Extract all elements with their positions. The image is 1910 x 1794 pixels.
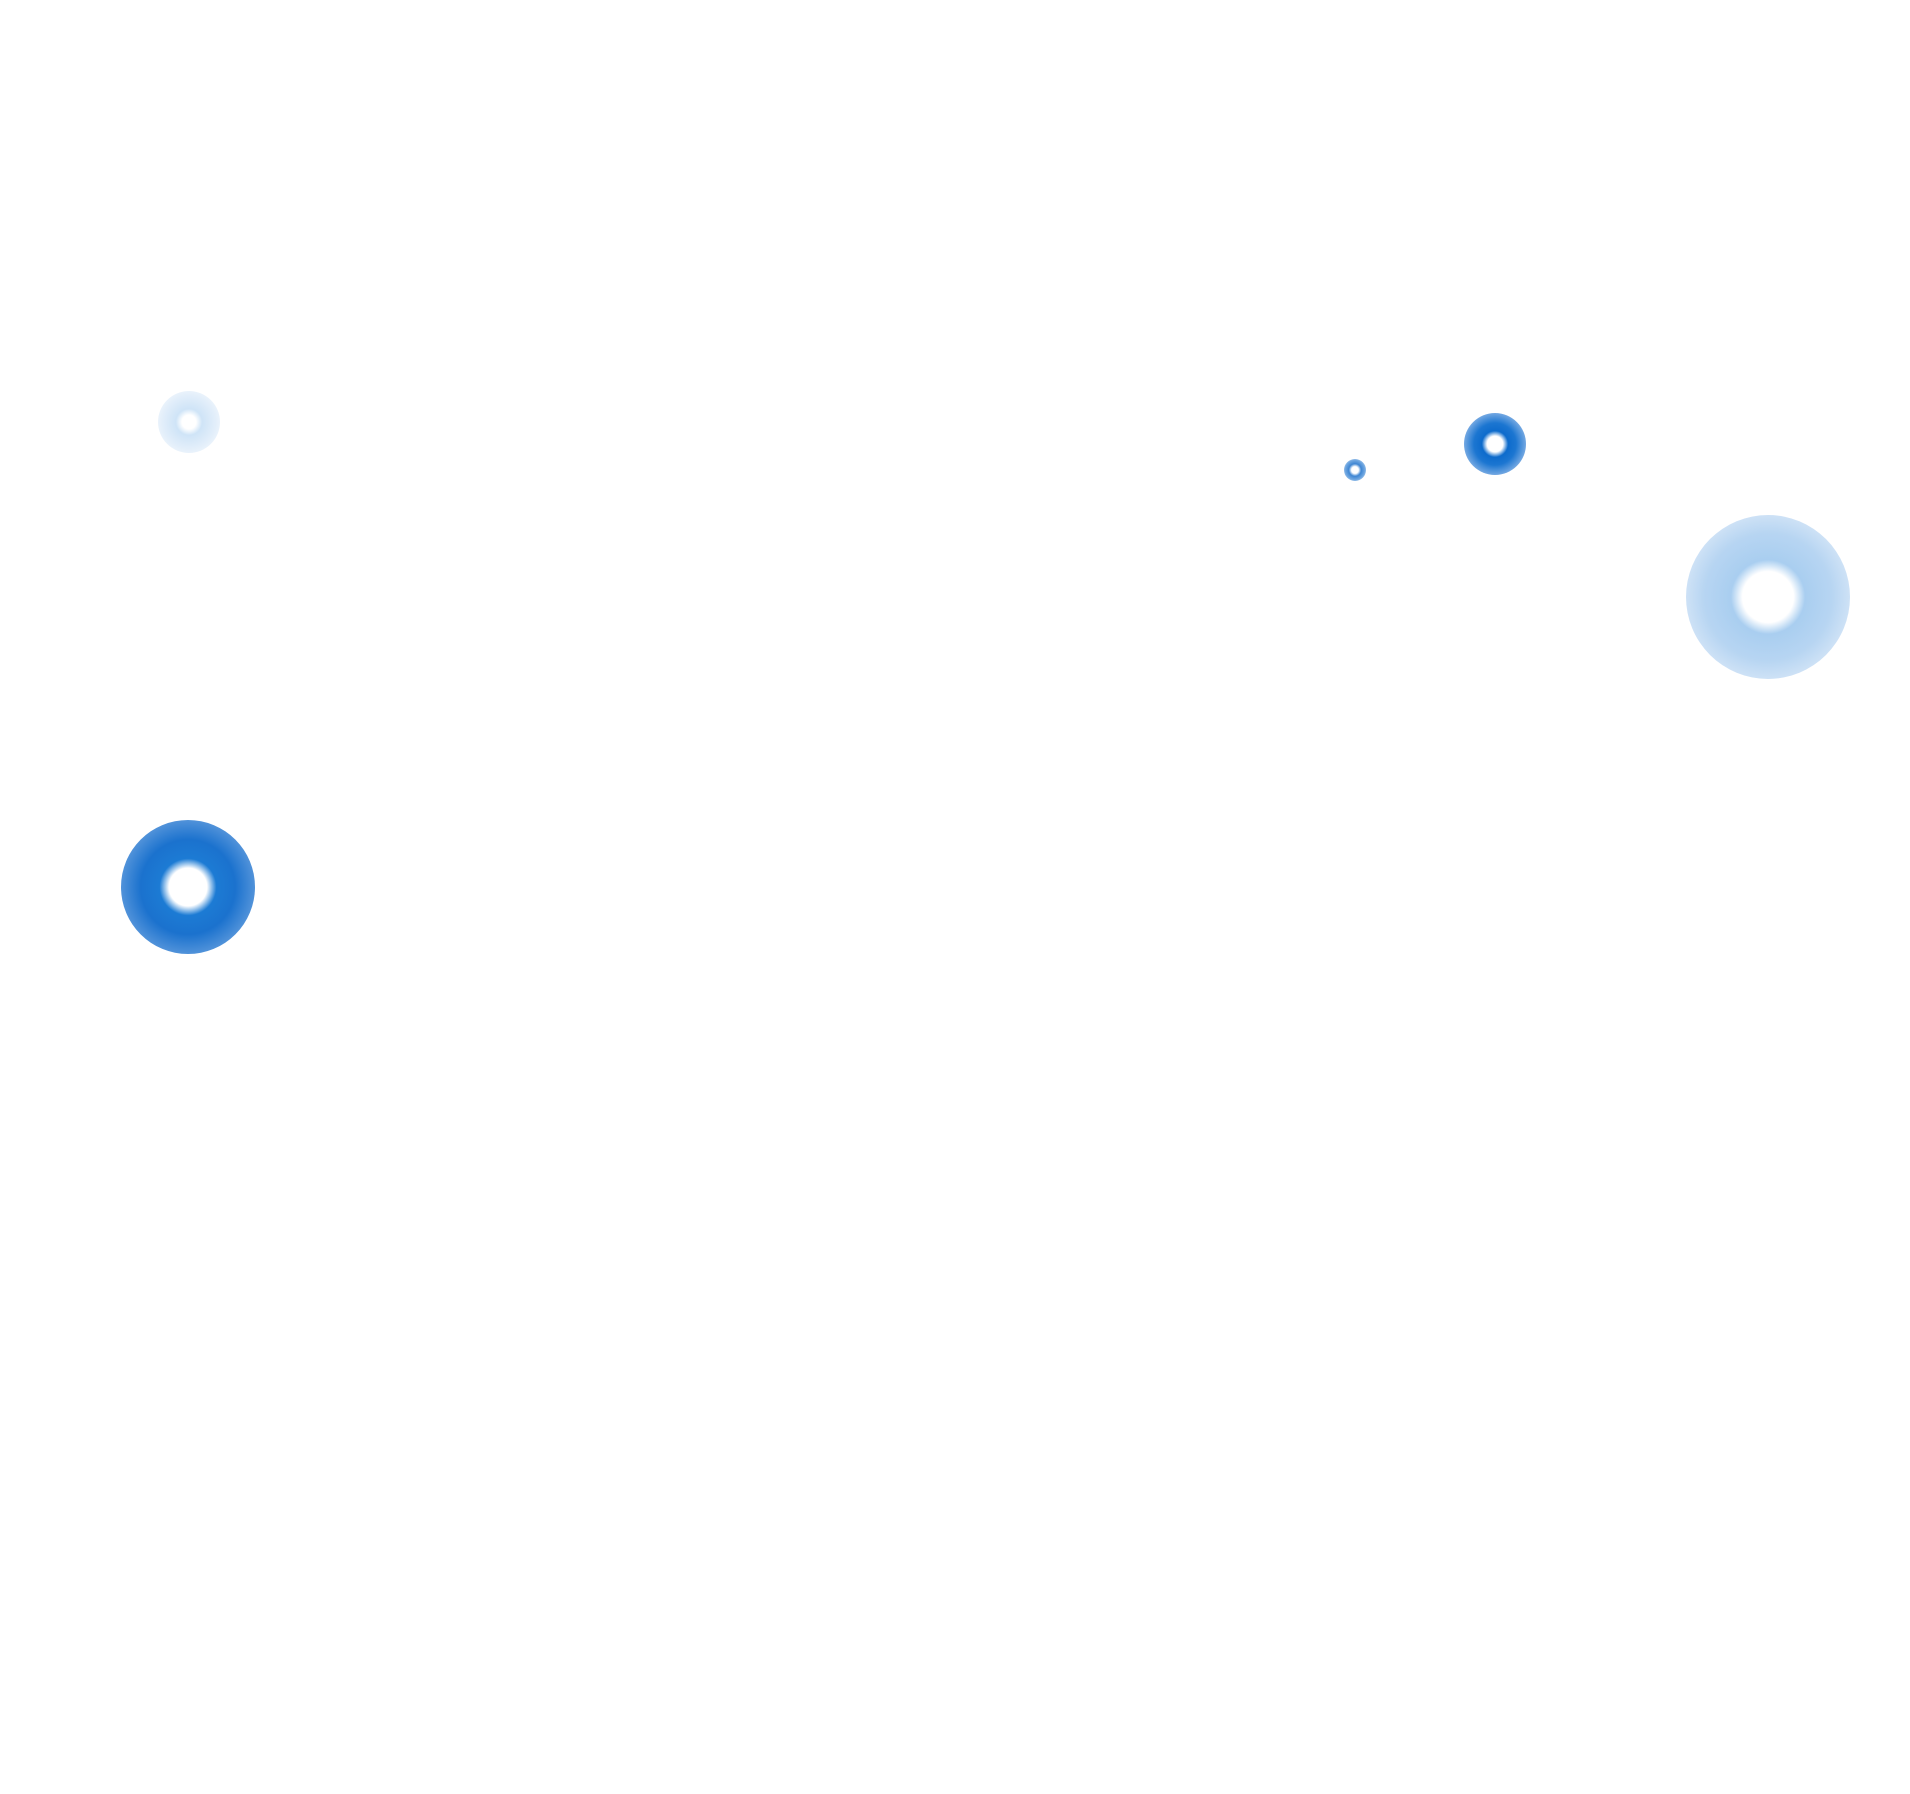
tiny-glow-dot [1344, 459, 1366, 481]
faint-glow-dot [158, 391, 220, 453]
large-light-glow-dot [1686, 515, 1850, 679]
large-blue-glow-dot [121, 820, 255, 954]
small-blue-glow-dot [1464, 413, 1526, 475]
